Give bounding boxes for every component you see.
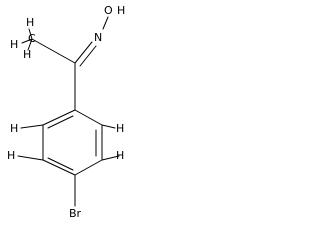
- bond-methyl-h-left: [21, 38, 33, 44]
- atom-label-h-ring-lower-left: H: [7, 149, 15, 162]
- bond-methyl-h-bottom: [27, 38, 33, 51]
- bond-imine-n-1: [74, 41, 93, 64]
- bond-ring-inner-3: [47, 115, 74, 129]
- bond-ring-1: [74, 109, 103, 126]
- bond-imine-n-2: [79, 45, 97, 67]
- bonds: [17, 16, 120, 207]
- atom-label-h-methyl-bottom: H: [23, 48, 31, 61]
- bond-ring-inner-2: [47, 157, 74, 171]
- bond-ring-h-lower-left: [17, 155, 44, 161]
- bond-methyl-imine: [31, 38, 76, 64]
- atom-labels: O H N H C H H H H H H Br: [7, 4, 125, 220]
- bond-ring-h-upper-left: [20, 124, 44, 129]
- atom-label-h-methyl-top: H: [26, 16, 34, 29]
- atom-label-n: N: [94, 31, 102, 44]
- atom-label-o: O: [104, 4, 113, 17]
- atom-label-h-ring-lower-right: H: [116, 149, 124, 162]
- structure-diagram: O H N H C H H H H H H Br: [7, 4, 125, 220]
- atom-label-h-ring-upper-right: H: [116, 122, 124, 135]
- bond-ring-h-upper-right: [101, 124, 116, 129]
- bond-ring-4: [42, 159, 76, 176]
- atom-label-c-methyl: C: [28, 32, 36, 45]
- atom-label-h-methyl-left: H: [10, 38, 18, 51]
- bond-n-o: [102, 16, 109, 30]
- bond-methyl-h-top: [28, 28, 33, 40]
- bond-ring-h-lower-right: [101, 155, 120, 161]
- bond-ring-3: [74, 159, 103, 176]
- bond-ring-6: [42, 109, 76, 126]
- atom-label-h-ring-upper-left: H: [10, 122, 18, 135]
- atom-label-br: Br: [69, 207, 82, 220]
- atom-label-h-oh: H: [117, 4, 125, 17]
